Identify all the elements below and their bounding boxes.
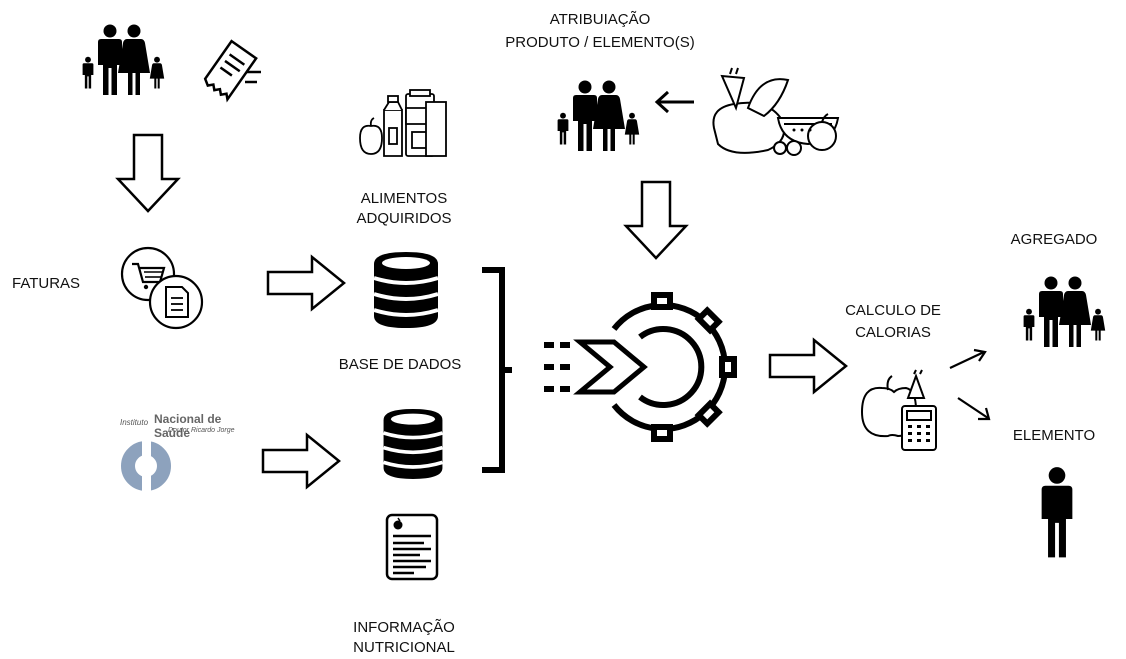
arrow-left-icon	[654, 90, 694, 114]
base-de-dados-label: BASE DE DADOS	[338, 356, 462, 373]
gear-process-icon	[544, 292, 737, 442]
calculo-label-line2: CALORIAS	[855, 324, 931, 341]
family-icon	[996, 272, 1126, 362]
arrow-down-right-icon	[957, 397, 991, 421]
family-icon	[55, 20, 185, 110]
arrow-down-icon	[624, 180, 688, 260]
atribuiacao-label-line1: ATRIBUIAÇÃO	[549, 11, 651, 28]
arrow-right-icon	[266, 255, 346, 311]
insa-prefix: Instituto	[120, 418, 149, 427]
informacao-label-line1: INFORMAÇÃO	[353, 619, 455, 636]
database-icon	[381, 407, 445, 481]
database-icon	[372, 250, 440, 330]
groceries-icon	[359, 89, 447, 157]
arrow-right-icon	[261, 433, 341, 489]
arrow-down-icon	[116, 133, 180, 213]
insa-circle-icon	[121, 438, 171, 494]
insa-logo: Instituto Nacional de Saúde Doutor Ricar…	[118, 410, 248, 500]
bracket-shape	[482, 267, 512, 473]
elemento-label: ELEMENTO	[1012, 427, 1096, 444]
invoice-cart-icon	[120, 246, 204, 330]
insa-subtitle: Doutor Ricardo Jorge	[168, 427, 235, 434]
alimentos-label-line1: ALIMENTOS	[360, 190, 448, 207]
nutrition-label-icon	[385, 513, 439, 581]
family-icon	[530, 76, 660, 166]
atribuiacao-label-line2: PRODUTO / ELEMENTO(S)	[505, 34, 695, 51]
person-icon	[1041, 467, 1073, 558]
faturas-label: FATURAS	[12, 275, 81, 292]
arrow-right-icon	[768, 338, 848, 394]
arrow-up-right-icon	[949, 348, 987, 369]
receipt-icon	[203, 39, 261, 103]
insa-name: Nacional de Saúde	[154, 412, 222, 440]
informacao-label-line2: NUTRICIONAL	[353, 639, 455, 656]
alimentos-label-line2: ADQUIRIDOS	[356, 210, 452, 227]
fruit-calculator-icon	[860, 369, 937, 451]
foods-icon	[712, 67, 840, 156]
calculo-label-line1: CALCULO DE	[845, 302, 941, 319]
agregado-label: AGREGADO	[1010, 231, 1098, 248]
